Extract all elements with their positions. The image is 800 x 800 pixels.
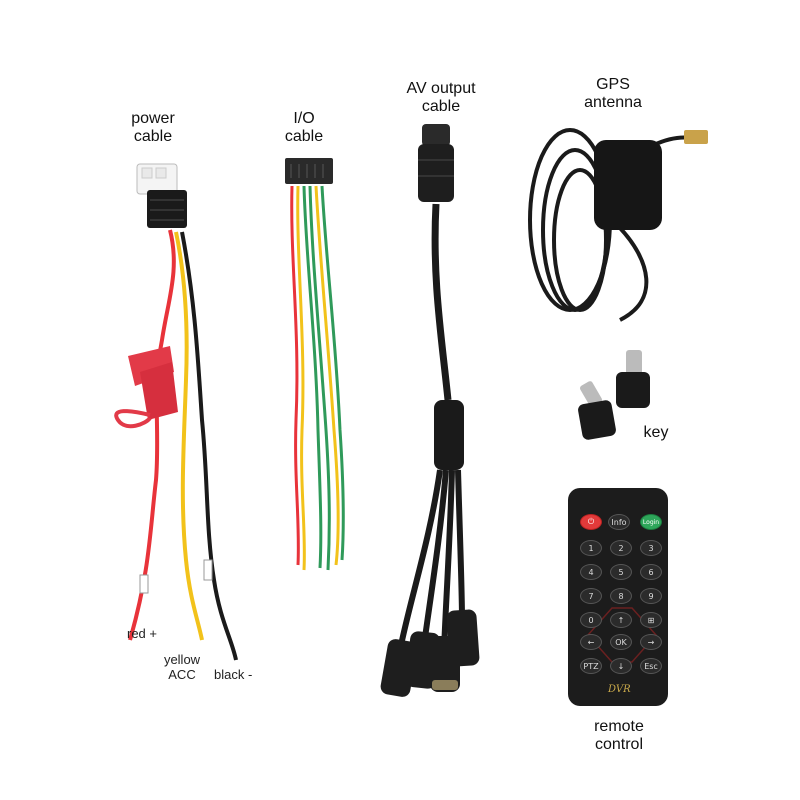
black-wire-label: black -: [214, 667, 253, 682]
remote-key-6: 6: [640, 564, 662, 580]
power-cable-label: power cable: [113, 110, 193, 146]
remote-key-8: 8: [610, 588, 632, 604]
yellow-wire-label-line1: yellow: [163, 652, 201, 667]
left-arrow-icon: ←: [580, 634, 602, 650]
remote-key-7: 7: [580, 588, 602, 604]
remote-key-0: 0: [580, 612, 602, 628]
power-cable-label-line2: cable: [133, 128, 173, 145]
remote-control-label: remote control: [572, 718, 666, 754]
yellow-wire-label: yellow ACC: [158, 652, 206, 682]
av-connector: [418, 144, 454, 202]
remote-key-4: 4: [580, 564, 602, 580]
esc-button: Esc: [640, 658, 662, 674]
av-output-cable: [380, 124, 480, 697]
key-label: key: [643, 424, 669, 441]
av-output-cable-label-line1: AV output: [406, 80, 476, 97]
io-cable-label-line1: I/O: [293, 110, 315, 127]
av-splitter: [434, 400, 464, 470]
ptz-button: PTZ: [580, 658, 602, 674]
black-wire: [180, 231, 238, 661]
right-arrow-icon: →: [640, 634, 662, 650]
power-button: ⏻: [580, 514, 602, 530]
io-cable-label: I/O cable: [269, 110, 339, 146]
down-arrow-icon: ↓: [610, 658, 632, 674]
red-wire: [128, 229, 176, 641]
info-button: Info: [608, 514, 630, 530]
power-cable: [114, 163, 238, 661]
io-cable: [285, 158, 345, 571]
red-wire-label: red +: [127, 626, 157, 641]
keys: [578, 350, 650, 440]
remote-control-label-line1: remote: [594, 718, 644, 735]
io-connector: [285, 158, 333, 184]
gps-antenna-label-line2: antenna: [584, 94, 642, 111]
gps-puck: [594, 140, 662, 230]
av-output-cable-label-line2: cable: [421, 98, 461, 115]
power-cable-label-line1: power: [131, 110, 175, 127]
gps-antenna: [528, 128, 708, 322]
remote-brand: DVR: [608, 684, 631, 695]
sma-connector: [684, 130, 708, 144]
up-arrow-icon: ↑: [610, 612, 632, 628]
remote-key-3: 3: [640, 540, 662, 556]
remote-key-9: 9: [640, 588, 662, 604]
gps-antenna-label-line1: GPS: [596, 76, 630, 93]
login-button: Login: [640, 514, 662, 530]
yellow-wire: [174, 231, 204, 641]
io-cable-label-line2: cable: [284, 128, 324, 145]
yellow-wire-label-line2: ACC: [168, 667, 196, 682]
av-output-cable-label: AV output cable: [391, 80, 491, 116]
remote-key-2: 2: [610, 540, 632, 556]
remote-key-5: 5: [610, 564, 632, 580]
grid-icon: ⊞: [640, 612, 662, 628]
remote-key-1: 1: [580, 540, 602, 556]
remote-control-label-line2: control: [594, 736, 644, 753]
gps-antenna-label: GPS antenna: [568, 76, 658, 112]
ok-button: OK: [610, 634, 632, 650]
